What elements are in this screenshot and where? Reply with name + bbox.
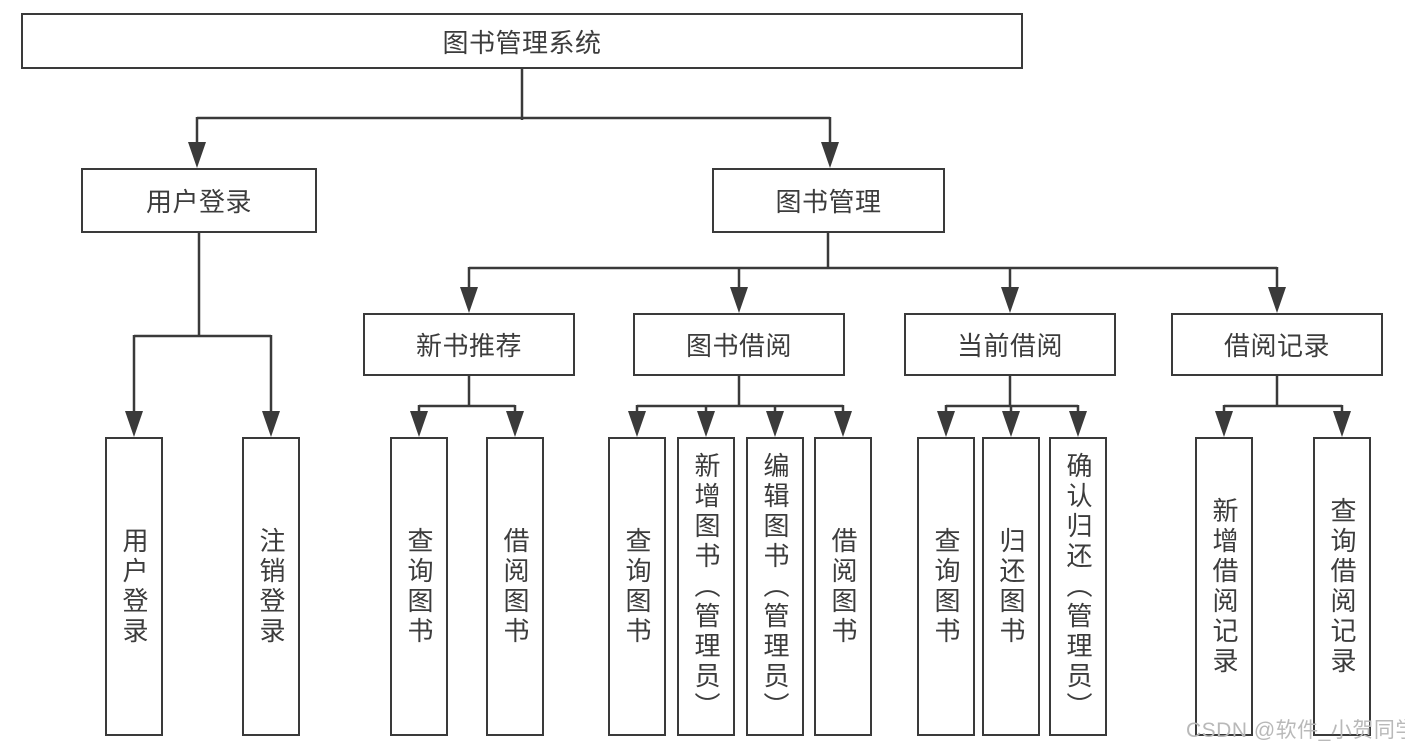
arrowhead bbox=[1001, 287, 1019, 313]
leaf-bb-add-book-admin: 新增图书（管理员） bbox=[677, 437, 735, 736]
leaf-cb-return-book: 归还图书 bbox=[982, 437, 1040, 736]
arrowhead bbox=[410, 411, 428, 437]
arrowhead bbox=[834, 411, 852, 437]
arrowhead bbox=[262, 411, 280, 437]
leaf-logout: 注销登录 bbox=[242, 437, 300, 736]
arrowhead bbox=[460, 287, 478, 313]
leaf-nbr-query-book: 查询图书 bbox=[390, 437, 448, 736]
arrowhead bbox=[188, 142, 206, 168]
arrowhead bbox=[697, 411, 715, 437]
arrowhead bbox=[125, 411, 143, 437]
connector-borrow-records-children bbox=[1222, 376, 1344, 418]
node-user-login: 用户登录 bbox=[81, 168, 317, 233]
arrowhead bbox=[730, 287, 748, 313]
arrowhead bbox=[1215, 411, 1233, 437]
leaf-br-query-record: 查询借阅记录 bbox=[1313, 437, 1371, 736]
watermark: CSDN @软件_小贺同学 bbox=[1186, 719, 1405, 742]
arrowhead bbox=[937, 411, 955, 437]
leaf-user-login: 用户登录 bbox=[105, 437, 163, 736]
node-book-borrow: 图书借阅 bbox=[633, 313, 845, 376]
connector-user-login-children bbox=[132, 233, 273, 418]
node-new-book-recommend: 新书推荐 bbox=[363, 313, 575, 376]
connector-book-management-children bbox=[467, 233, 1279, 294]
arrowhead bbox=[766, 411, 784, 437]
leaf-bb-query-book: 查询图书 bbox=[608, 437, 666, 736]
connector-book-borrow-children bbox=[635, 376, 845, 418]
arrowhead bbox=[1069, 411, 1087, 437]
arrowhead bbox=[1333, 411, 1351, 437]
arrowhead bbox=[1002, 411, 1020, 437]
leaf-cb-confirm-return-admin: 确认归还（管理员） bbox=[1049, 437, 1107, 736]
leaf-nbr-borrow-book: 借阅图书 bbox=[486, 437, 544, 736]
node-book-management: 图书管理 bbox=[712, 168, 945, 233]
node-borrow-records: 借阅记录 bbox=[1171, 313, 1383, 376]
arrowhead bbox=[628, 411, 646, 437]
leaf-bb-edit-book-admin: 编辑图书（管理员） bbox=[746, 437, 804, 736]
node-current-borrow: 当前借阅 bbox=[904, 313, 1116, 376]
connector-root-to-level1 bbox=[195, 69, 832, 150]
leaf-br-add-record: 新增借阅记录 bbox=[1195, 437, 1253, 736]
arrowhead bbox=[1268, 287, 1286, 313]
arrowhead bbox=[821, 142, 839, 168]
arrowhead bbox=[506, 411, 524, 437]
leaf-cb-query-book: 查询图书 bbox=[917, 437, 975, 736]
node-root: 图书管理系统 bbox=[21, 13, 1023, 69]
leaf-bb-borrow-book: 借阅图书 bbox=[814, 437, 872, 736]
connector-new-book-recommend-children bbox=[417, 376, 517, 418]
